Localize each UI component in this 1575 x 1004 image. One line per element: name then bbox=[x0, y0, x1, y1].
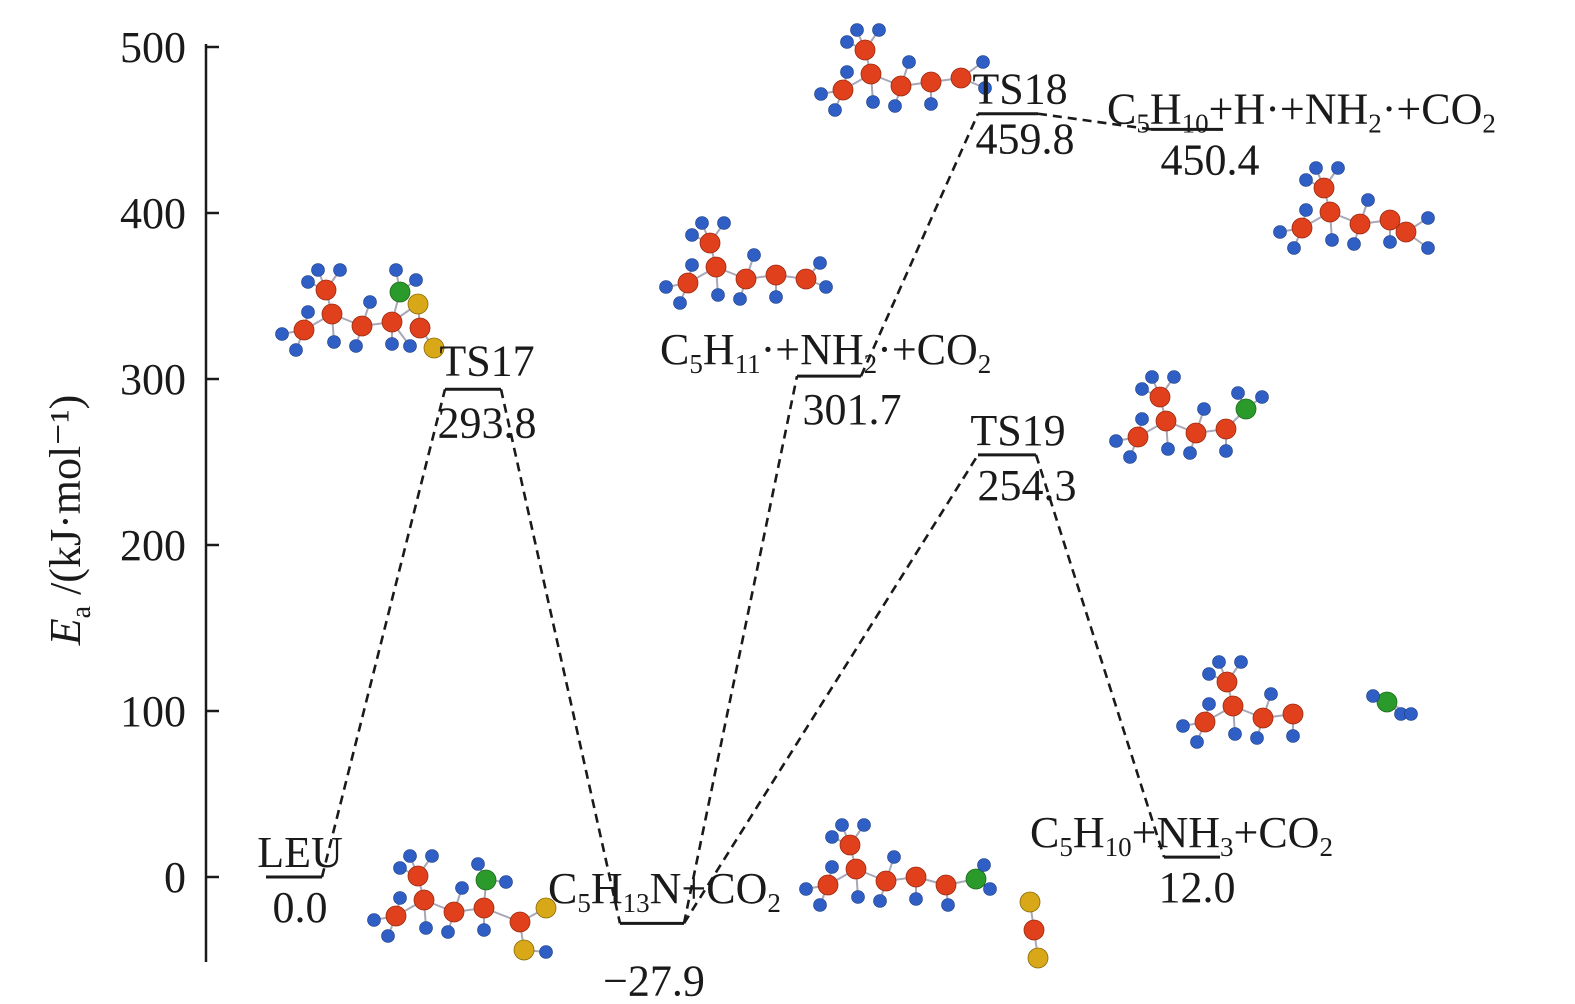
connection-TS18-P2 bbox=[1037, 112, 1152, 131]
connection-TS17-INT1 bbox=[499, 389, 622, 924]
y-tick-label: 200 bbox=[120, 521, 186, 570]
y-axis: 0 100 200 300 400 500 Ea /(kJ·mol⁻¹) bbox=[41, 23, 219, 962]
level-value-INT1: −27.9 bbox=[603, 956, 705, 1004]
level-value-LEU: 0.0 bbox=[273, 883, 328, 932]
connection-TS19-P3 bbox=[1034, 454, 1166, 858]
c5h11-radical-icon bbox=[659, 216, 833, 310]
level-value-P2: 450.4 bbox=[1161, 135, 1260, 184]
y-tick-label: 100 bbox=[120, 687, 186, 736]
energy-levels: LEU 0.0 TS17 293.8C5​H13​N+CO2​ −27.9 C5​H11​… bbox=[257, 65, 1496, 1004]
level-label-INT1: C5​H13​N+CO2​ bbox=[548, 864, 781, 918]
level-label-P3: C5​H10​+NH3​+CO2​ bbox=[1030, 808, 1333, 862]
connection-INT1-P1 bbox=[682, 375, 799, 924]
ts19-structure-icon bbox=[1109, 370, 1269, 464]
connections bbox=[320, 112, 1166, 925]
y-axis-label: Ea /(kJ·mol⁻¹) bbox=[41, 395, 97, 647]
level-label-TS18: TS18 bbox=[972, 65, 1067, 114]
level-value-TS19: 254.3 bbox=[978, 461, 1077, 510]
connection-INT1-TS19 bbox=[682, 454, 980, 925]
connection-P1-TS18 bbox=[859, 113, 980, 377]
level-label-LEU: LEU bbox=[257, 828, 343, 877]
leucine-molecule-icon bbox=[367, 849, 557, 961]
level-label-TS19: TS19 bbox=[970, 406, 1065, 455]
c5h10-molecule-icon bbox=[1273, 161, 1435, 255]
y-tick-label: 0 bbox=[164, 853, 186, 902]
level-value-TS17: 293.8 bbox=[438, 398, 537, 447]
level-value-P1: 301.7 bbox=[803, 385, 902, 434]
ts17-structure-icon bbox=[275, 263, 445, 359]
level-value-TS18: 459.8 bbox=[976, 115, 1075, 164]
connection-LEU-TS17 bbox=[320, 388, 447, 878]
co2-molecule-icon bbox=[1019, 891, 1049, 969]
level-label-P2: C5​H10​+H·+NH2​·+CO2​ bbox=[1107, 84, 1496, 138]
c5h13n-molecule-icon bbox=[799, 818, 997, 912]
y-tick-label: 400 bbox=[120, 189, 186, 238]
molecular-structures bbox=[275, 23, 1435, 969]
level-label-P1: C5​H11​·+NH2​·+CO2​ bbox=[660, 325, 991, 379]
y-tick-label: 500 bbox=[120, 23, 186, 72]
level-value-P3: 12.0 bbox=[1159, 863, 1236, 912]
c5h10-nh3-structure-icon bbox=[1176, 655, 1418, 749]
y-tick-label: 300 bbox=[120, 355, 186, 404]
level-label-TS17: TS17 bbox=[439, 336, 534, 385]
ts18-structure-icon bbox=[814, 23, 992, 117]
